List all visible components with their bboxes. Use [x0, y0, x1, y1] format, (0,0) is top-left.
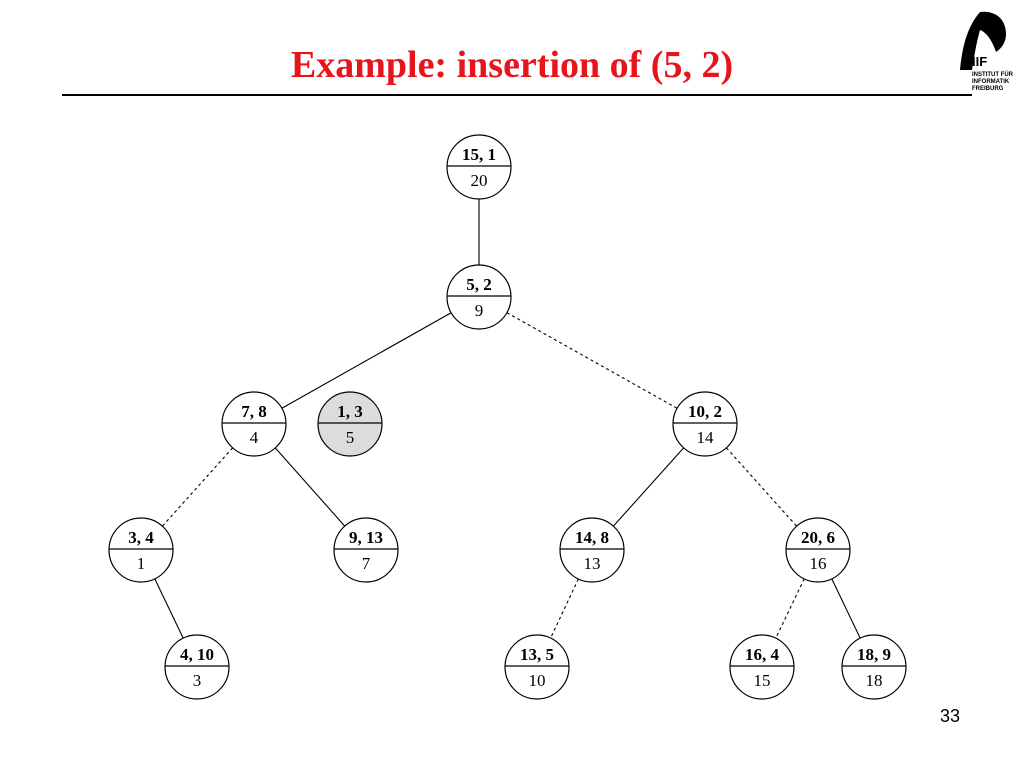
node-value: 4: [250, 428, 259, 447]
node-value: 18: [866, 671, 883, 690]
node-value: 9: [475, 301, 484, 320]
node-circle: [221, 391, 287, 457]
node-value: 3: [193, 671, 202, 690]
node-circle: [108, 517, 174, 583]
node-value: 1: [137, 554, 146, 573]
page-number: 33: [939, 706, 960, 726]
node-key: 15, 1: [462, 145, 496, 164]
edge-n20_6-n16_4: [775, 578, 805, 639]
node-value: 15: [754, 671, 771, 690]
edge-n3_4-n4_10: [154, 578, 184, 639]
node-circle: [333, 517, 399, 583]
node-key: 20, 6: [801, 528, 835, 547]
edge-n14_8-n13_5: [550, 578, 579, 639]
node-circle: [504, 634, 570, 700]
tree-node-n13_5: 13, 5 10: [504, 634, 570, 700]
edge-n20_6-n18_9: [831, 578, 861, 639]
node-key: 4, 10: [180, 645, 214, 664]
node-circle: [317, 391, 383, 457]
node-key: 13, 5: [520, 645, 554, 664]
node-key: 14, 8: [575, 528, 609, 547]
node-value: 13: [584, 554, 601, 573]
edge-n10_2-n20_6: [725, 447, 798, 527]
node-value: 10: [529, 671, 546, 690]
edge-n5_2-n7_8: [281, 312, 452, 409]
iif-logo-letters: IIF: [972, 54, 987, 69]
tree-node-n9_13: 9, 13 7: [333, 517, 399, 583]
tree-edges: [154, 199, 861, 639]
node-circle: [559, 517, 625, 583]
tree-node-n5_2: 5, 2 9: [446, 264, 512, 330]
node-circle: [672, 391, 738, 457]
tree-node-n10_2: 10, 2 14: [672, 391, 738, 457]
node-circle: [729, 634, 795, 700]
tree-node-n1_3: 1, 3 5: [317, 391, 383, 457]
node-key: 5, 2: [466, 275, 492, 294]
iif-logo-mark: [960, 11, 1006, 71]
slide-title: Example: insertion of (5, 2): [290, 44, 734, 86]
node-key: 3, 4: [128, 528, 154, 547]
node-circle: [785, 517, 851, 583]
node-value: 7: [362, 554, 371, 573]
iif-logo-line-1: INSTITUT FÜR: [972, 71, 1014, 78]
edge-n7_8-n3_4: [161, 447, 234, 527]
node-circle: [446, 134, 512, 200]
tree-node-n7_8: 7, 8 4: [221, 391, 287, 457]
tree-nodes: 15, 1 20 5, 2 9 7, 8 4 1, 3 5 10, 2 14 3, 4 1 9, 13 7…: [108, 134, 907, 700]
tree-node-n14_8: 14, 8 13: [559, 517, 625, 583]
node-key: 7, 8: [241, 402, 267, 421]
node-value: 14: [697, 428, 715, 447]
tree-node-n15_1: 15, 1 20: [446, 134, 512, 200]
node-circle: [164, 634, 230, 700]
node-key: 16, 4: [745, 645, 780, 664]
node-value: 5: [346, 428, 355, 447]
tree-node-n18_9: 18, 9 18: [841, 634, 907, 700]
node-value: 16: [810, 554, 827, 573]
node-key: 9, 13: [349, 528, 383, 547]
iif-logo-line-3: FREIBURG: [972, 86, 1004, 92]
iif-logo-line-2: INFORMATIK: [972, 79, 1010, 85]
node-circle: [446, 264, 512, 330]
title-rule: [62, 94, 972, 96]
tree-node-n20_6: 20, 6 16: [785, 517, 851, 583]
node-circle: [841, 634, 907, 700]
edge-n10_2-n14_8: [612, 447, 685, 527]
iif-logo: IIF INSTITUT FÜR INFORMATIK FREIBURG: [960, 11, 1014, 92]
edge-n5_2-n10_2: [506, 312, 678, 409]
edge-n7_8-n9_13: [274, 447, 346, 527]
node-key: 18, 9: [857, 645, 891, 664]
node-key: 10, 2: [688, 402, 722, 421]
tree-node-n3_4: 3, 4 1: [108, 517, 174, 583]
tree-node-n16_4: 16, 4 15: [729, 634, 795, 700]
tree-node-n4_10: 4, 10 3: [164, 634, 230, 700]
node-value: 20: [471, 171, 488, 190]
node-key: 1, 3: [337, 402, 363, 421]
